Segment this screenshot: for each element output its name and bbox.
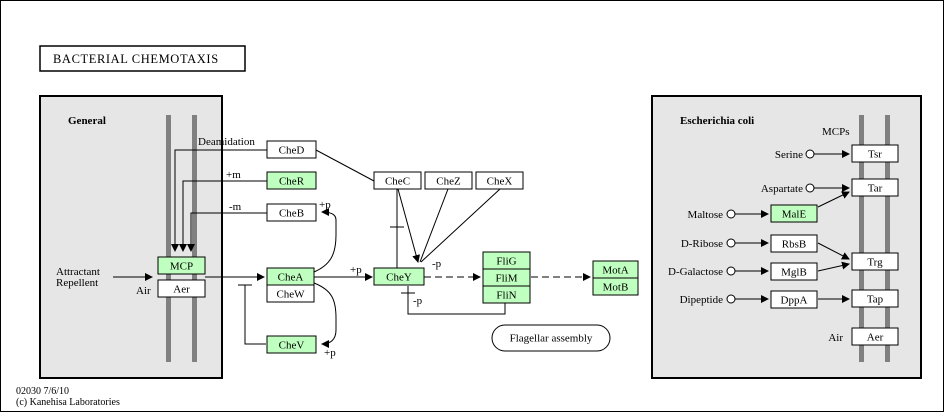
dribose-node [726,238,736,248]
maltose-label: Maltose [688,209,724,221]
maltose-node [726,209,736,219]
svg-text:Tar: Tar [868,183,883,195]
serine-label: Serine [775,149,803,161]
serine-node [805,149,815,159]
gene-flim[interactable]: FliM [482,268,531,287]
svg-text:MotA: MotA [602,265,628,277]
dgalactose-node [726,266,736,276]
gene-chec[interactable]: CheC [373,171,422,190]
flagellar-assembly-map-link[interactable]: Flagellar assembly [491,324,611,352]
gene-dppa[interactable]: DppA [770,290,818,309]
general-heading: General [68,115,106,127]
svg-text:CheD: CheD [279,145,305,157]
aspartate-label: Aspartate [761,183,803,195]
svg-text:Tsr: Tsr [868,149,882,161]
dipeptide-node [726,294,736,304]
dribose-label: D-Ribose [681,238,723,250]
gene-tap[interactable]: Tap [851,289,899,308]
svg-text:Aer: Aer [173,284,190,296]
svg-text:CheV: CheV [279,340,305,352]
gene-chez[interactable]: CheZ [424,171,473,190]
gene-aer-ecoli[interactable]: Aer [851,327,899,346]
gene-chew[interactable]: CheW [266,284,315,303]
gene-mcp[interactable]: MCP [157,256,206,275]
gene-flin[interactable]: FliN [482,285,531,304]
repellent-label: Repellent [56,277,98,289]
svg-text:CheZ: CheZ [436,176,461,188]
stimulus-label: Attractant Repellent [56,266,103,289]
gene-mglb[interactable]: MglB [770,262,818,281]
svg-text:Aer: Aer [867,332,884,344]
svg-text:Flagellar assembly: Flagellar assembly [510,333,593,345]
gene-trg[interactable]: Trg [851,252,899,271]
map-id-date: 02030 7/6/10 [16,386,69,397]
ecoli-compound-labels: Serine Aspartate Maltose D-Ribose D-Gala… [668,149,843,344]
chey-phospho-label: +p [350,264,362,276]
ecoli-air-label: Air [828,332,843,344]
svg-text:CheX: CheX [487,176,513,188]
svg-text:MotB: MotB [603,282,629,294]
ecoli-edges [726,149,850,304]
gene-cheb[interactable]: CheB [266,203,317,222]
page-title: BACTERIAL CHEMOTAXIS [53,52,219,66]
copyright: (c) Kanehisa Laboratories [16,397,120,408]
aspartate-node [805,183,815,193]
chey-dephospho-label: -p [432,258,442,270]
svg-text:CheW: CheW [276,289,305,301]
membrane-line [885,115,890,362]
edges [113,149,591,348]
gene-mota[interactable]: MotA [592,260,639,279]
svg-text:Trg: Trg [867,257,883,269]
edge-labels: +p +p +p -p -p [319,199,442,359]
svg-text:CheA: CheA [278,272,304,284]
gene-chey[interactable]: CheY [373,267,425,286]
chev-phospho-label: +p [324,347,336,359]
general-air-label: Air [136,285,151,297]
membrane-line [192,115,197,362]
mcps-label: MCPs [822,126,850,138]
footer: 02030 7/6/10 (c) Kanehisa Laboratories [16,386,120,408]
gene-male[interactable]: MalE [770,204,818,223]
dgalactose-label: D-Galactose [668,266,723,278]
gene-flig[interactable]: FliG [482,251,531,270]
membrane-line [859,115,864,362]
gene-ched[interactable]: CheD [266,140,317,159]
gene-nodes: MCP Aer CheD CheR CheB CheA CheW [157,140,899,354]
gene-chev[interactable]: CheV [266,335,317,354]
svg-text:MalE: MalE [782,209,807,221]
gene-aer-general[interactable]: Aer [157,279,206,298]
methylation-label: +m [226,169,241,181]
gene-tsr[interactable]: Tsr [851,144,899,163]
title-box: BACTERIAL CHEMOTAXIS [39,45,246,72]
svg-text:RbsB: RbsB [782,239,806,251]
attractant-label: Attractant [56,266,100,278]
cheb-phospho-label: +p [319,199,331,211]
dipeptide-label: Dipeptide [680,294,723,306]
svg-text:DppA: DppA [781,295,808,307]
svg-text:FliN: FliN [496,290,516,302]
ecoli-heading: Escherichia coli [680,115,754,127]
gene-chex[interactable]: CheX [475,171,524,190]
svg-text:FliM: FliM [495,273,517,285]
demethylation-label: -m [229,201,242,213]
svg-text:MglB: MglB [781,267,807,279]
deamidation-label: Deamidation [198,136,255,148]
svg-text:Tap: Tap [867,294,884,306]
svg-text:CheR: CheR [279,176,305,188]
general-panel: General Attractant Repellent Air Deamida… [39,95,255,379]
gene-rbsb[interactable]: RbsB [770,234,818,253]
svg-text:FliG: FliG [496,256,516,268]
gene-cher[interactable]: CheR [266,171,317,190]
gene-motb[interactable]: MotB [592,277,639,296]
svg-text:CheC: CheC [385,176,410,188]
gene-tar[interactable]: Tar [851,178,899,197]
svg-text:CheB: CheB [279,208,304,220]
chey-dephospho-label-2: -p [413,295,423,307]
svg-text:MCP: MCP [170,261,193,273]
gene-chea[interactable]: CheA [266,267,315,286]
svg-text:CheY: CheY [386,272,412,284]
membrane-line [166,115,171,362]
